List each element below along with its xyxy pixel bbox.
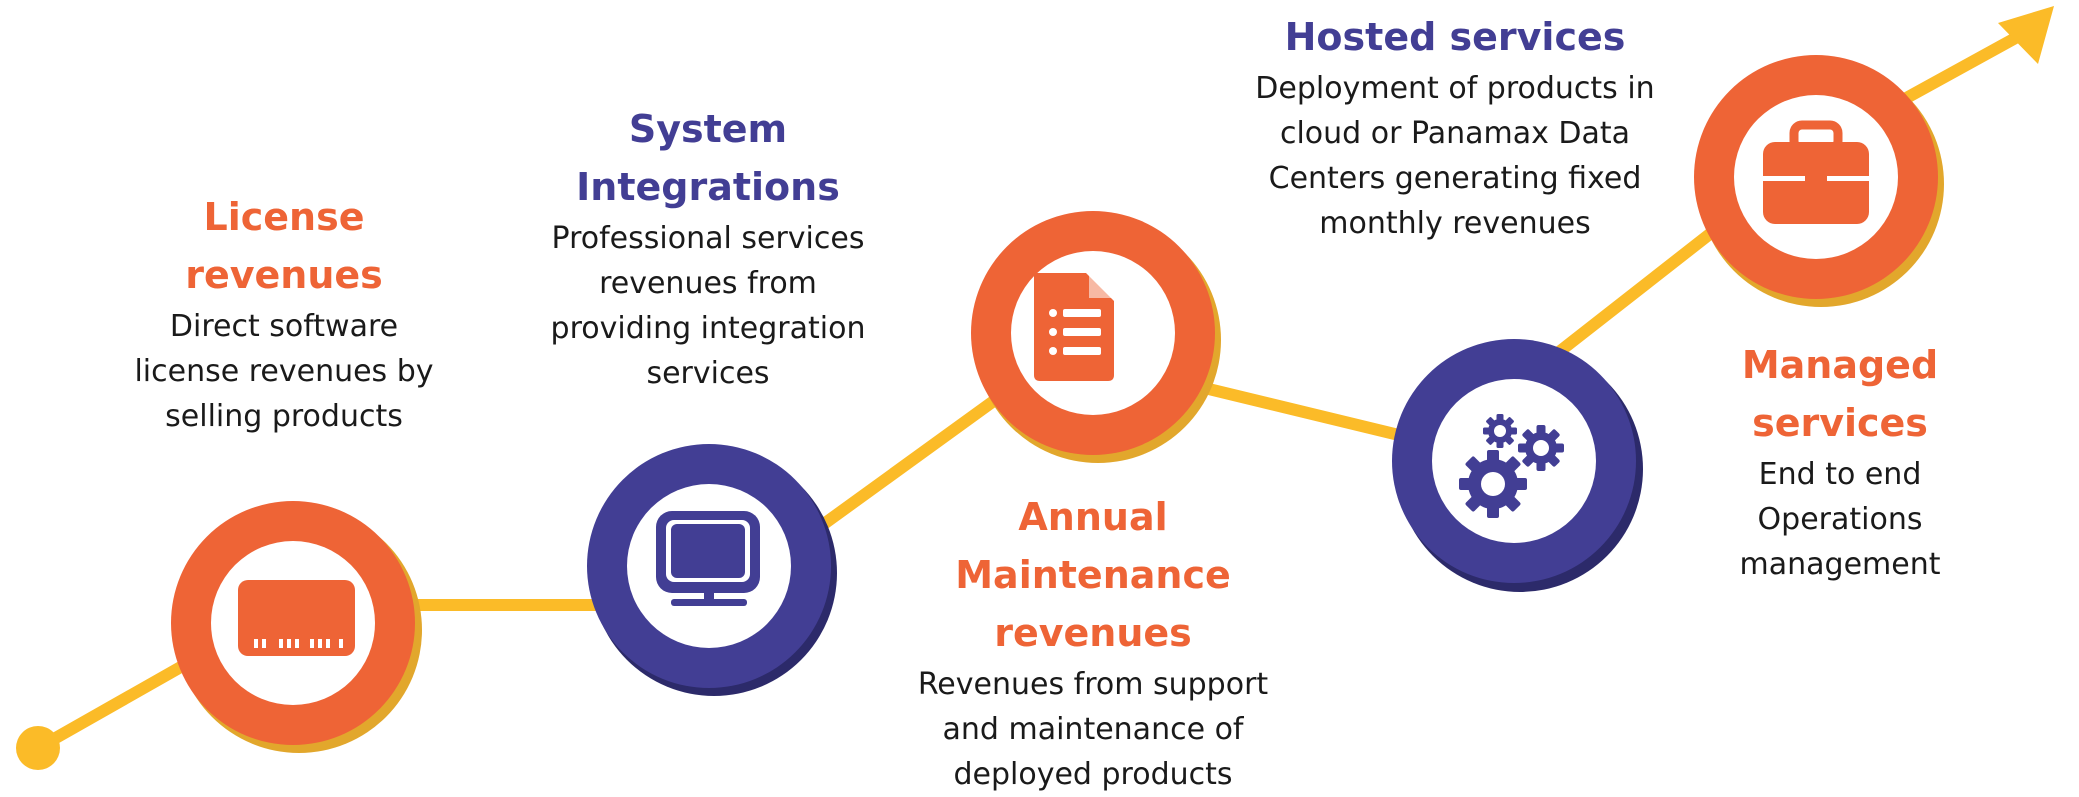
step-title: Annual Maintenance revenues <box>955 495 1231 655</box>
step-description: Deployment of products in cloud or Panam… <box>1255 71 1655 241</box>
step-node-system-integrations <box>587 444 837 696</box>
toolbox-icon <box>1763 120 1869 224</box>
monitor-icon <box>656 511 760 606</box>
growth-arrow-head <box>1998 6 2054 64</box>
step-title: License revenues <box>185 195 383 297</box>
step-label-hosted-services: Hosted services Deployment of products i… <box>1255 8 1655 246</box>
step-description: End to end Operations management <box>1739 457 1941 582</box>
step-description: Direct software license revenues by sell… <box>134 309 434 434</box>
document-list-icon <box>1034 273 1114 381</box>
step-title: System Integrations <box>576 107 840 209</box>
step-node-annual-maintenance <box>971 211 1221 463</box>
price-tag-icon <box>238 580 355 656</box>
step-label-system-integrations: System Integrations Professional service… <box>530 100 886 396</box>
step-label-managed-services: Managed services End to end Operations m… <box>1710 336 1970 587</box>
step-node-license <box>171 501 422 753</box>
step-label-license: License revenues Direct software license… <box>114 188 454 439</box>
step-node-hosted-services <box>1392 339 1643 592</box>
step-description: Revenues from support and maintenance of… <box>917 667 1269 792</box>
path-start-dot <box>16 726 60 770</box>
step-title: Hosted services <box>1284 15 1626 59</box>
step-node-managed-services <box>1694 55 1944 307</box>
step-title: Managed services <box>1741 343 1939 445</box>
gears-icon <box>1459 414 1564 518</box>
step-label-annual-maintenance: Annual Maintenance revenues Revenues fro… <box>888 488 1298 797</box>
step-description: Professional services revenues from prov… <box>550 221 866 391</box>
